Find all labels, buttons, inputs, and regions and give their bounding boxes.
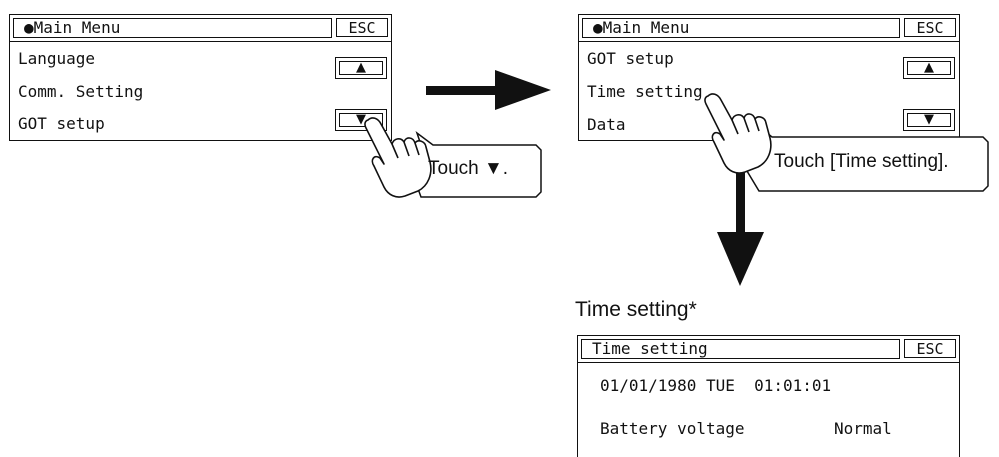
date-time-display: 01/01/1980 TUE 01:01:01 xyxy=(600,376,832,395)
scroll-down-button[interactable]: ▼ xyxy=(335,109,387,131)
scroll-down-button[interactable]: ▼ xyxy=(903,109,955,131)
screen-2-title: ●Main Menu xyxy=(582,18,900,38)
screen-1-title: ●Main Menu xyxy=(13,18,332,38)
down-arrow-icon: ▼ xyxy=(356,112,366,127)
battery-voltage-label: Battery voltage xyxy=(600,419,745,438)
screen-1-esc-button[interactable]: ESC xyxy=(336,18,388,37)
arrow-right-icon xyxy=(426,70,551,110)
pointing-hand-icon xyxy=(364,117,432,198)
battery-voltage-value: Normal xyxy=(834,419,892,438)
callout-touch-down: Touch ▼. xyxy=(428,158,509,179)
scroll-up-button[interactable]: ▲ xyxy=(903,57,955,79)
menu-item-comm-setting[interactable]: Comm. Setting xyxy=(18,82,144,101)
down-arrow-icon: ▼ xyxy=(924,112,934,127)
scroll-up-button[interactable]: ▲ xyxy=(335,57,387,79)
menu-item-time-setting[interactable]: Time setting xyxy=(587,82,703,101)
menu-item-data[interactable]: Data xyxy=(587,115,626,134)
menu-item-got-setup[interactable]: GOT setup xyxy=(587,49,674,68)
up-arrow-icon: ▲ xyxy=(356,60,366,75)
menu-item-language[interactable]: Language xyxy=(18,49,96,68)
menu-item-got-setup[interactable]: GOT setup xyxy=(18,114,105,133)
screen-1-header: ●Main Menu ESC xyxy=(10,15,391,42)
screen-3-esc-button[interactable]: ESC xyxy=(904,339,956,358)
up-arrow-icon: ▲ xyxy=(924,60,934,75)
arrow-down-icon xyxy=(717,154,764,286)
time-setting-screen: Time setting ESC 01/01/1980 TUE 01:01:01… xyxy=(577,335,960,457)
screen-3-header: Time setting ESC xyxy=(578,336,959,363)
main-menu-screen-1: ●Main Menu ESC Language Comm. Setting GO… xyxy=(9,14,392,141)
screen-2-esc-button[interactable]: ESC xyxy=(904,18,956,37)
pointing-hand-icon xyxy=(704,93,772,174)
time-setting-caption: Time setting* xyxy=(575,298,697,321)
screen-2-header: ●Main Menu ESC xyxy=(579,15,959,42)
screen-3-title: Time setting xyxy=(581,339,900,359)
callout-touch-time-setting: Touch [Time setting]. xyxy=(774,151,949,172)
